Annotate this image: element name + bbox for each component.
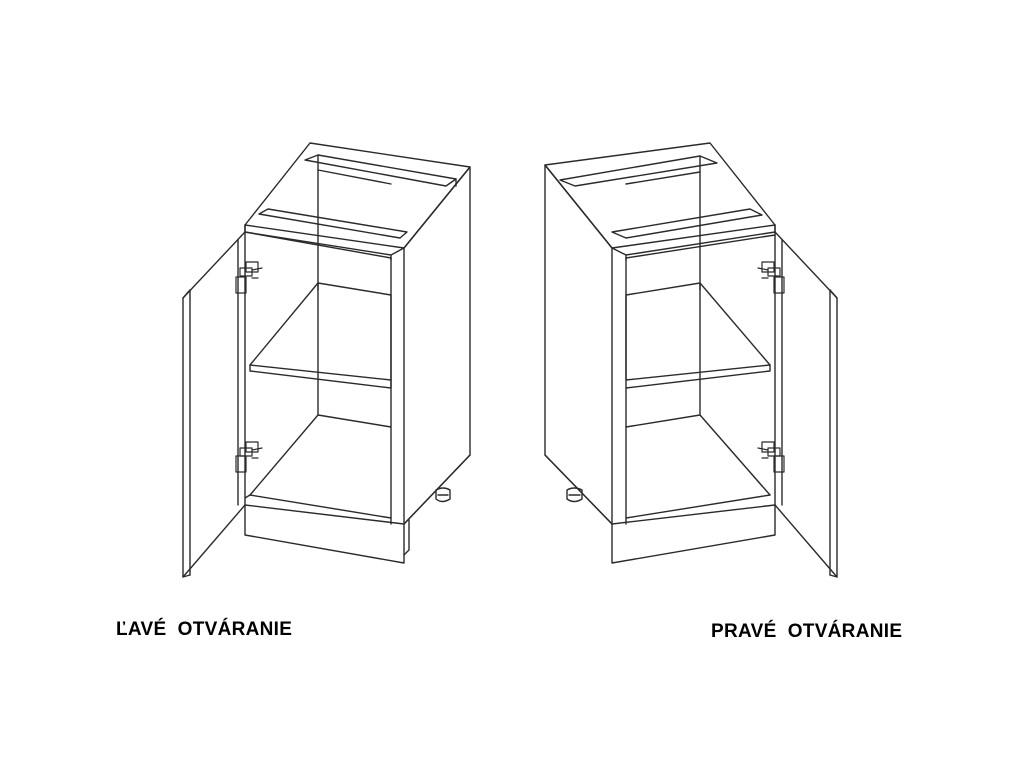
left-cabinet-door — [182, 231, 246, 578]
left-cabinet-top-rail-front — [258, 208, 408, 239]
right-opening-caption: PRAVÉ OTVÁRANIE — [711, 621, 903, 642]
left-cabinet-leg — [435, 487, 451, 503]
right-cabinet-side-panel — [544, 164, 613, 525]
right-cabinet-plinth — [611, 504, 776, 564]
left-opening-cabinet — [182, 142, 471, 578]
right-cabinet-top-rail-back — [559, 155, 718, 187]
hinge-icon — [235, 441, 263, 473]
left-cabinet-shelf — [249, 282, 392, 381]
left-cabinet-plinth — [244, 504, 405, 564]
left-cabinet-side-panel — [403, 166, 471, 525]
hinge-icon — [235, 261, 263, 294]
right-cabinet-leg — [566, 487, 583, 503]
left-opening-caption: ĽAVÉ OTVÁRANIE — [116, 619, 293, 640]
right-cabinet-shelf — [625, 282, 771, 381]
left-cabinet-top — [244, 142, 471, 249]
hinge-icon — [757, 441, 785, 473]
left-cabinet-bottom — [249, 414, 392, 496]
right-cabinet-door — [774, 231, 838, 578]
right-cabinet-bottom — [625, 414, 771, 496]
hinge-icon — [757, 261, 785, 294]
right-opening-cabinet — [544, 142, 838, 578]
right-cabinet-top-rail-front — [611, 208, 763, 239]
